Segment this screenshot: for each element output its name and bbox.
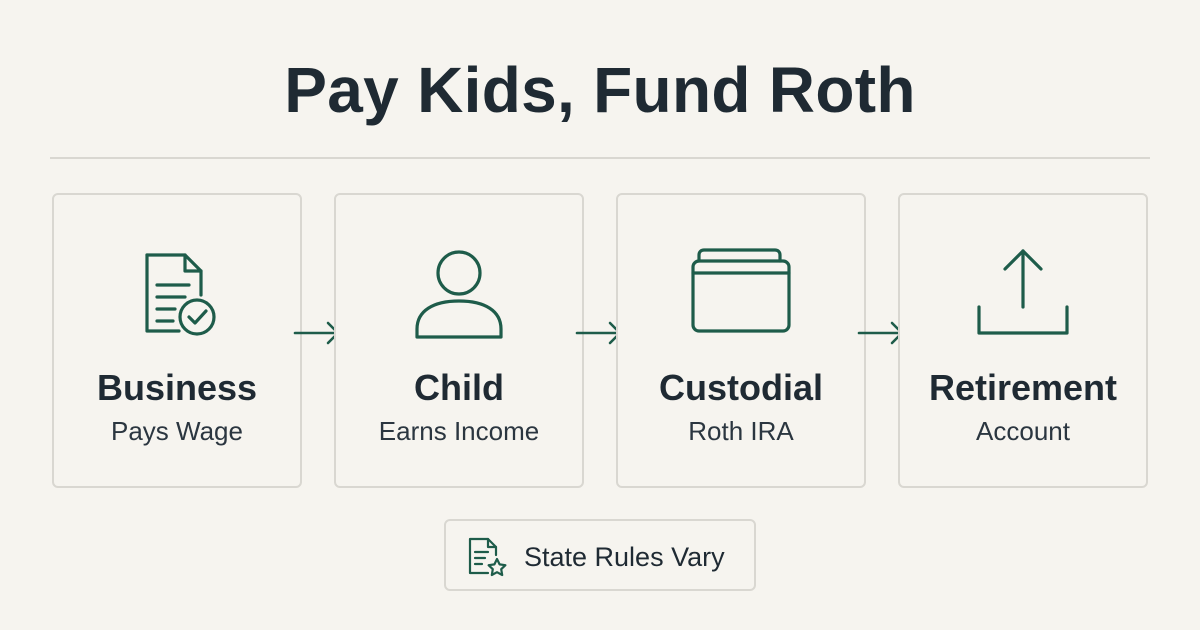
page-title: Pay Kids, Fund Roth xyxy=(284,54,916,126)
step-card-custodial: Custodial Roth IRA xyxy=(616,193,866,488)
step-card-business: Business Pays Wage xyxy=(52,193,302,488)
document-check-icon xyxy=(127,243,227,343)
upload-icon xyxy=(973,243,1073,343)
step-heading: Retirement xyxy=(928,367,1118,408)
person-icon xyxy=(409,243,509,343)
step-card-child: Child Earns Income xyxy=(334,193,584,488)
step-heading: Custodial xyxy=(658,367,823,408)
state-rules-note: State Rules Vary xyxy=(444,519,756,591)
step-heading: Business xyxy=(96,367,258,408)
step-subtitle: Pays Wage xyxy=(111,416,243,446)
step-card-retirement: Retirement Account xyxy=(898,193,1148,488)
folder-icon xyxy=(691,243,791,343)
title-divider xyxy=(50,157,1150,159)
document-star-icon xyxy=(464,535,508,579)
step-heading: Child xyxy=(414,367,504,408)
step-subtitle: Roth IRA xyxy=(688,416,794,446)
step-subtitle: Earns Income xyxy=(378,416,540,446)
note-text: State Rules Vary xyxy=(524,542,725,572)
step-subtitle: Account xyxy=(976,416,1070,446)
